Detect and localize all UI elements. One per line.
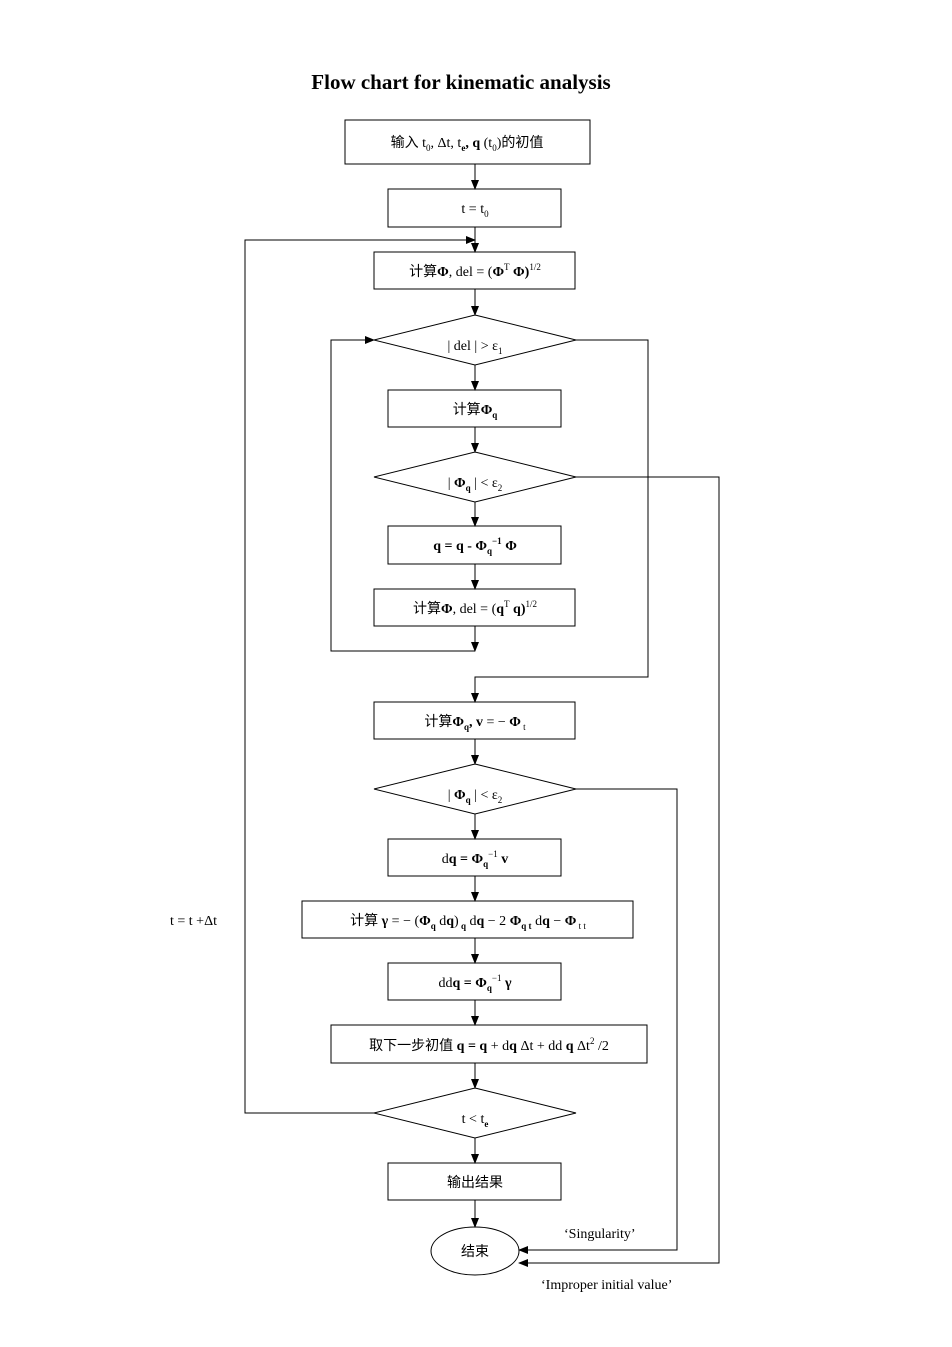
next-step-text: 取下一步初值 q = q + dq Δt + dd q Δt2 /2	[369, 1036, 609, 1054]
decision-del-text: | del | > ε1	[448, 339, 503, 356]
end-text: 结束	[461, 1244, 489, 1260]
input-text: 输入 t0, Δt, te, q (t0)的初值	[391, 134, 544, 153]
branch-lines	[244, 236, 720, 1267]
t-init-text: t = t0	[461, 202, 489, 219]
gamma-text: 计算 γ = − (Φq dq) q dq − 2 Φq t dq − Φ t …	[350, 913, 586, 931]
calc-phi2-text: 计算Φ, del = (qT q)1/2	[413, 599, 537, 617]
decision-phiq-2-text: | Φq | < ε2	[448, 788, 503, 805]
page-title: Flow chart for kinematic analysis	[311, 70, 611, 94]
calc-v-text: 计算Φq, v = − Φ t	[424, 714, 526, 732]
calc-phiq-text: 计算Φq	[453, 402, 498, 420]
decision-phiq-1-text: | Φq | < ε2	[448, 476, 503, 493]
decision-t-text: t < te	[462, 1112, 489, 1129]
loop-label: t = t +Δt	[170, 914, 217, 929]
dq-text: dq = Φq−1 v	[442, 849, 508, 869]
update-q-text: q = q - Φq−1 Φ	[433, 536, 517, 556]
gamma-box	[301, 900, 634, 939]
ddq-text: ddq = Φq−1 γ	[438, 973, 511, 993]
singularity-label: ‘Singularity’	[564, 1227, 636, 1242]
improper-label: ‘Improper initial value’	[541, 1278, 672, 1293]
input-box	[344, 119, 591, 165]
calc-phi-text: 计算Φ, del = (ΦT Φ)1/2	[409, 262, 541, 280]
output-text: 输出结果	[447, 1175, 503, 1191]
next-step-box	[330, 1024, 648, 1064]
